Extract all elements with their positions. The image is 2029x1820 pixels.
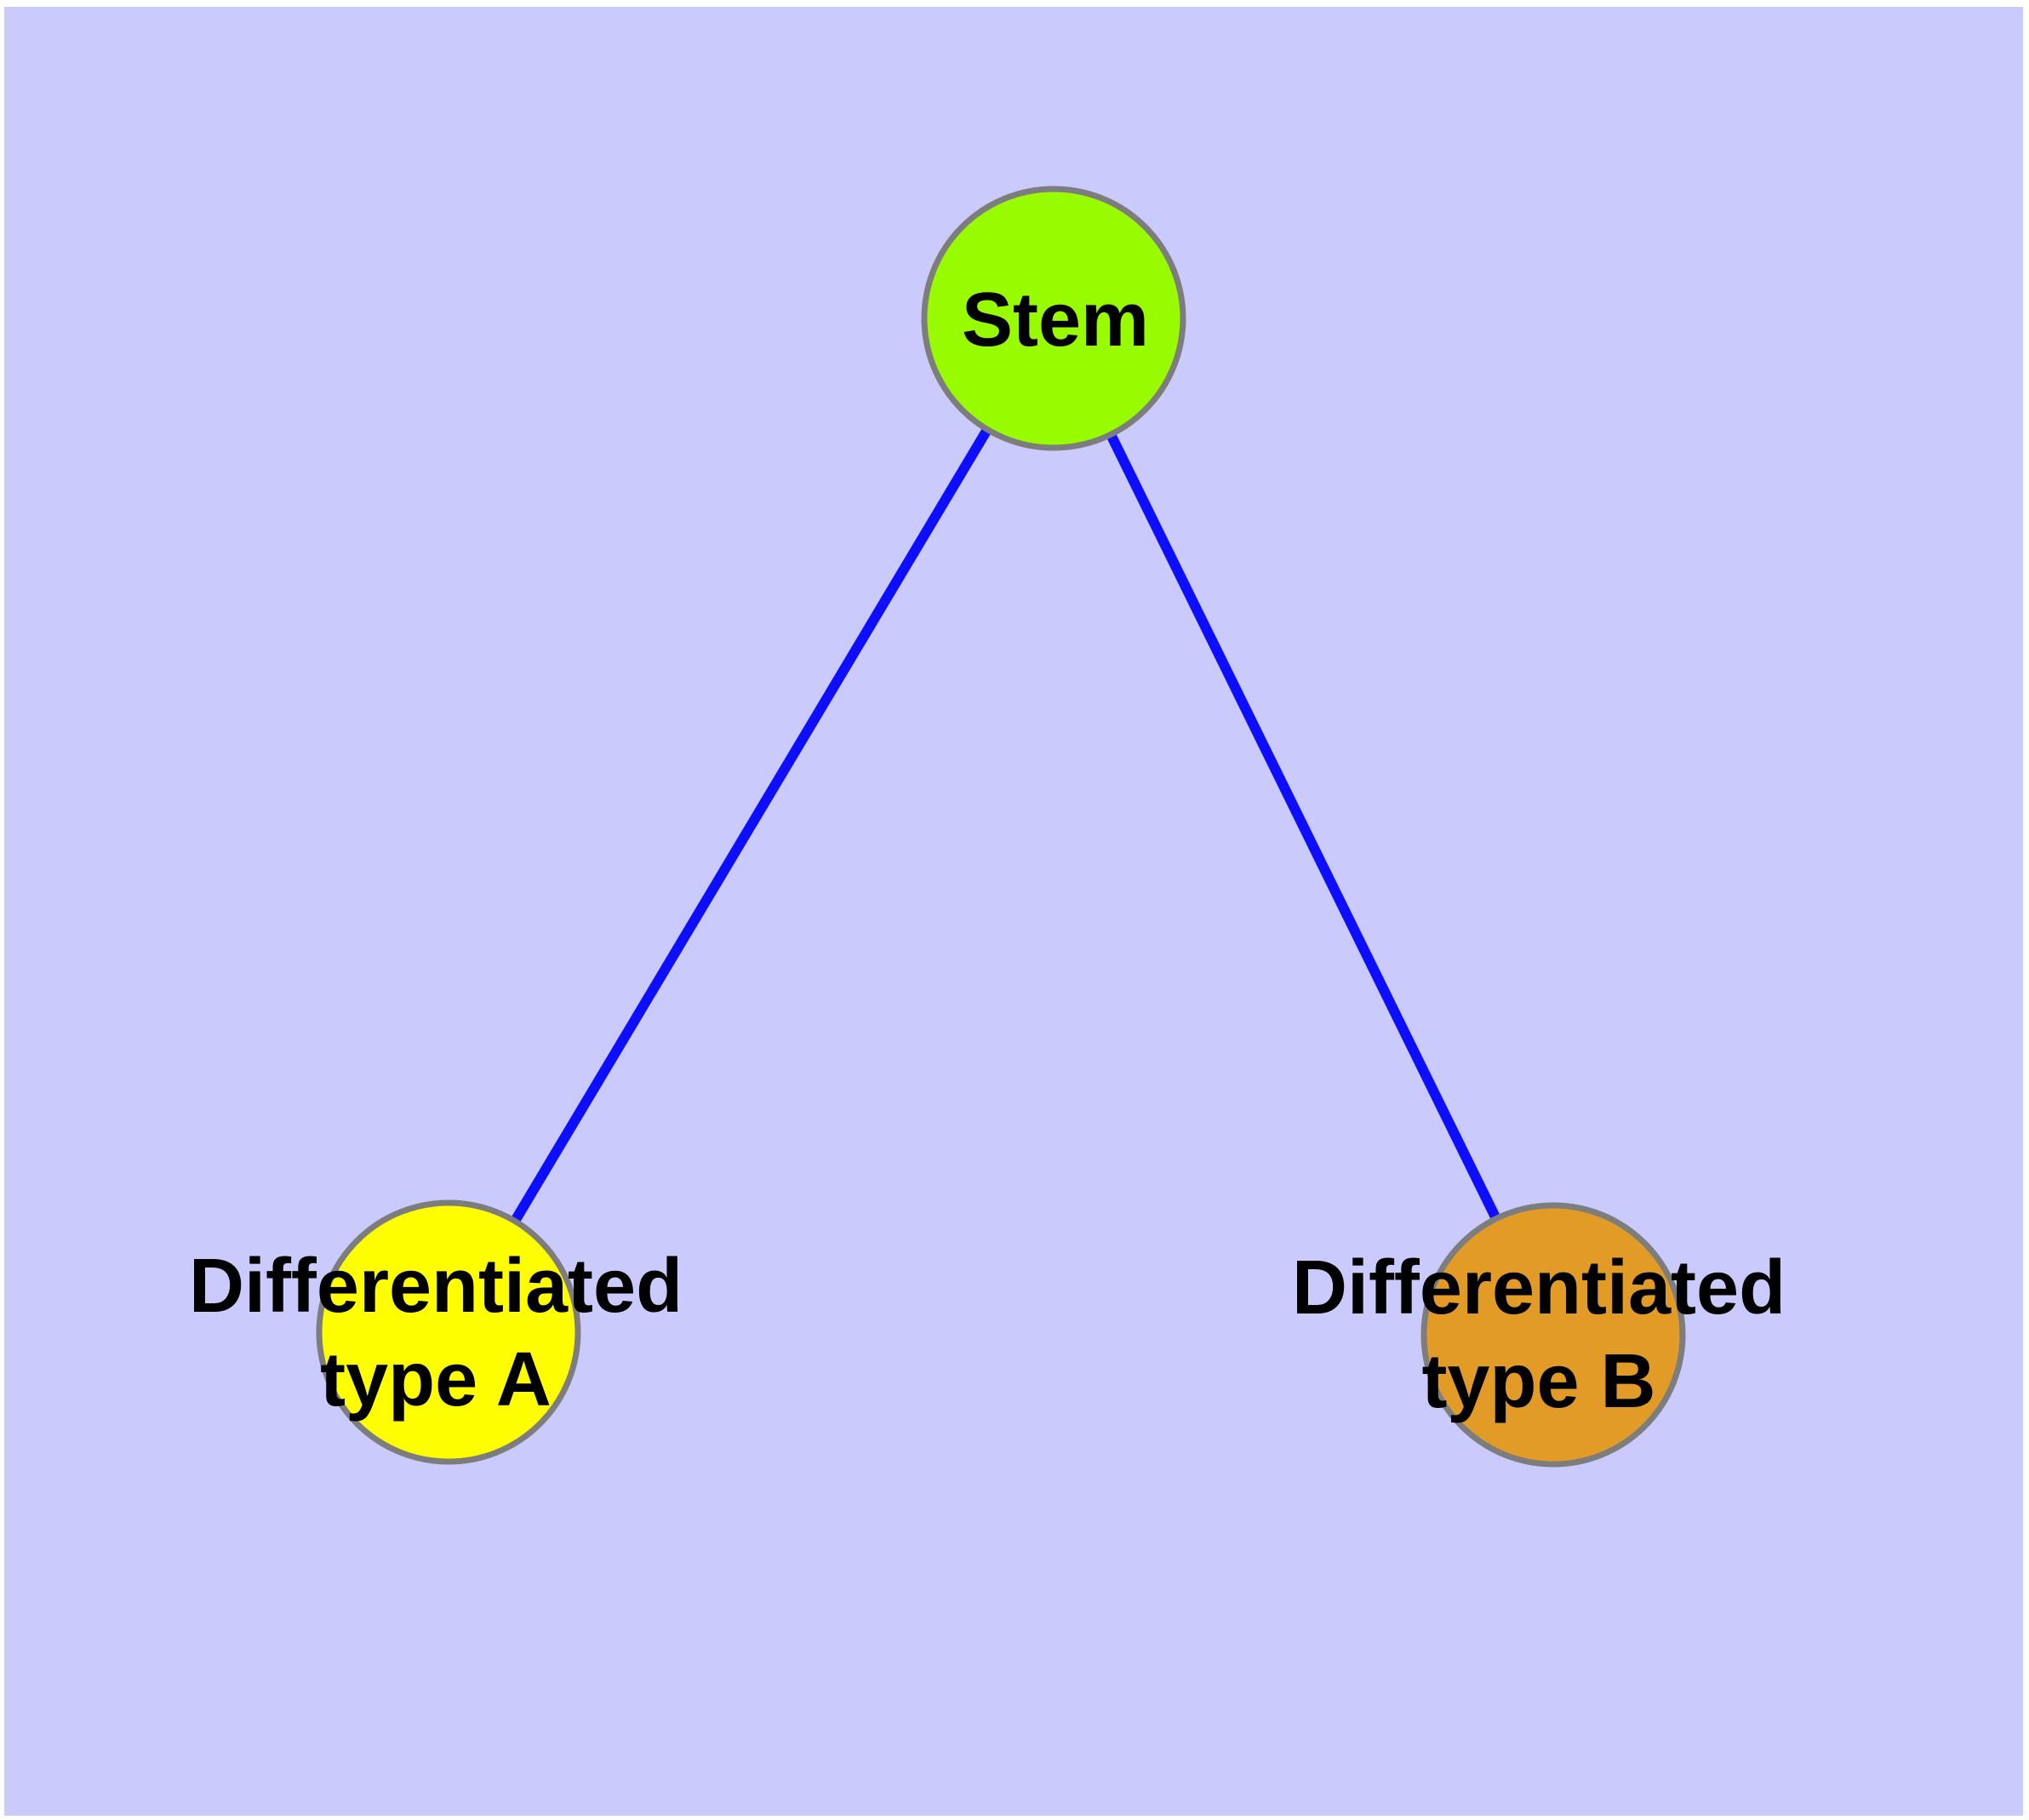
edge-stem-to-type-a	[443, 315, 1059, 1336]
edge-stem-to-type-b	[1049, 316, 1558, 1337]
node-stem-circle	[921, 186, 1186, 451]
node-type-b-circle	[1420, 1202, 1686, 1468]
node-type-a-circle	[316, 1199, 581, 1465]
